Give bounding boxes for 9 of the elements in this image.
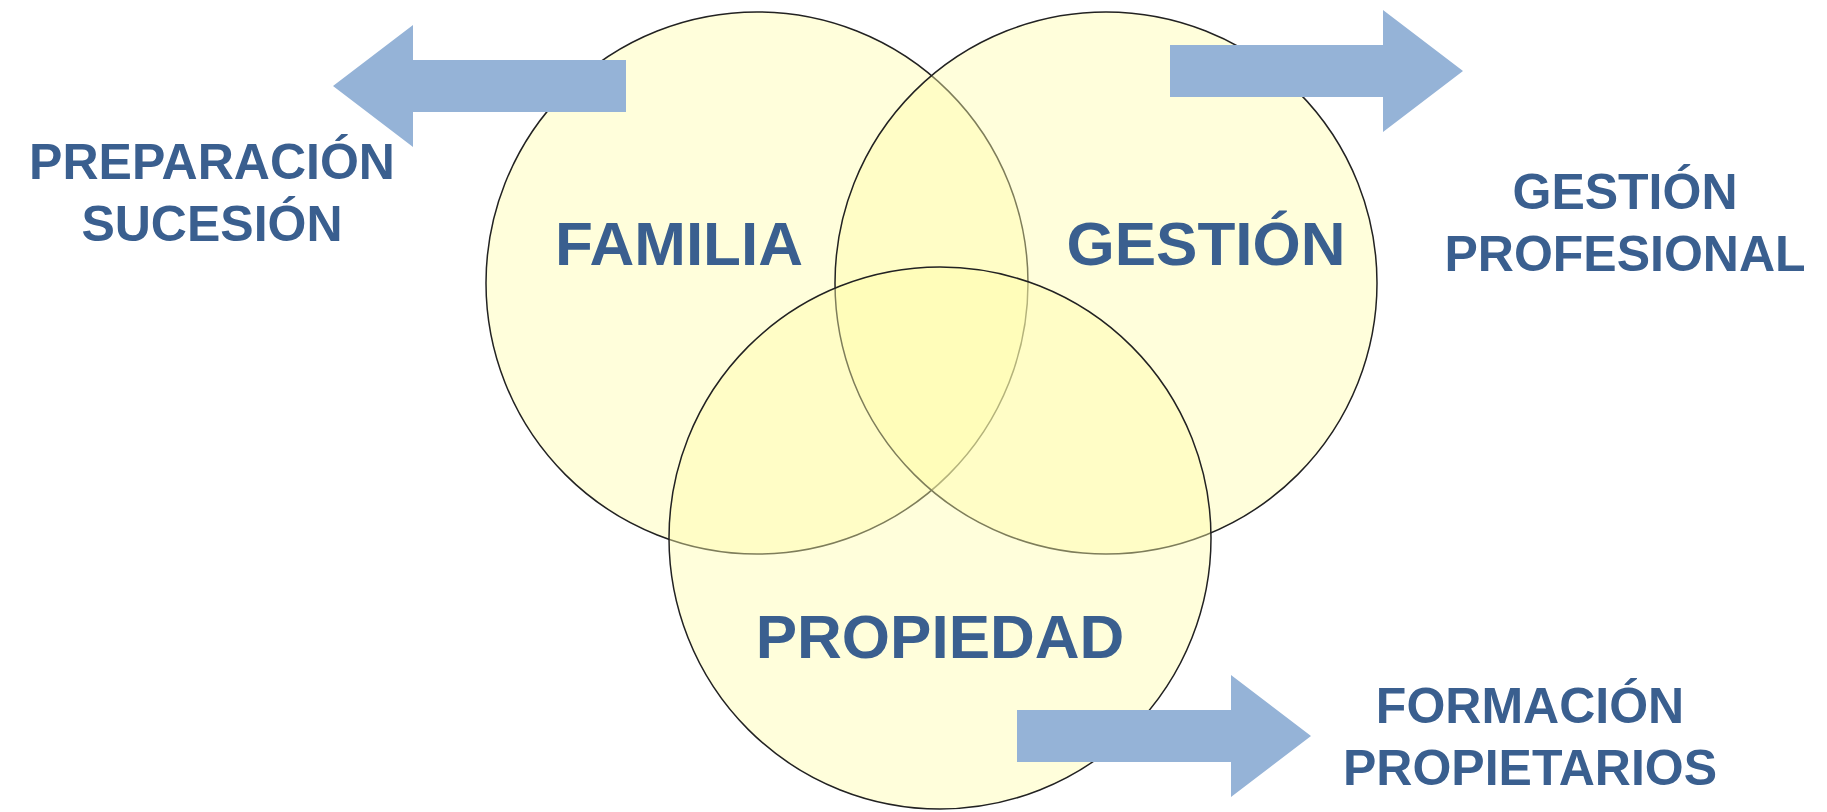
outcome-label: GESTIÓN PROFESIONAL [1443, 163, 1807, 284]
circle-label: FAMILIA [555, 207, 803, 279]
outcome-label: FORMACIÓN PROPIETARIOS [1341, 677, 1719, 798]
circle-label: GESTIÓN [1066, 207, 1346, 279]
block-arrow [1017, 675, 1311, 797]
block-arrow [1170, 10, 1463, 132]
outcome-label: PREPARACIÓN SUCESIÓN [28, 133, 396, 254]
circle-label: PROPIEDAD [755, 600, 1125, 672]
block-arrow [333, 25, 626, 147]
